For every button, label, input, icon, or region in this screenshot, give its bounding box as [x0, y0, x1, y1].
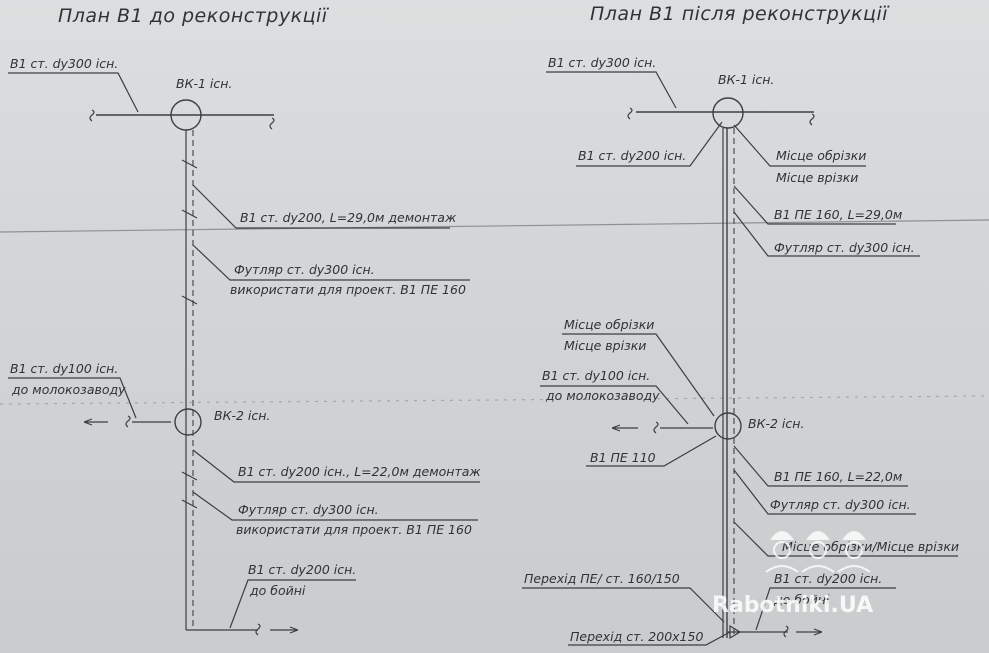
right-label-branch-line2: до молокозаводу — [545, 388, 660, 403]
left-label-seg2-line2: Футляр ст. dу300 існ. — [238, 502, 379, 517]
watermark-logo — [765, 531, 871, 573]
left-leader-bottom — [229, 579, 356, 629]
right-leader-seg1b — [733, 211, 920, 257]
left-leader-pipe-top — [8, 72, 139, 113]
left-leader-seg2 — [192, 449, 480, 483]
right-pipe-break-left — [627, 107, 633, 120]
right-label-transition-1: Перехід ПЕ/ ст. 160/150 — [524, 571, 680, 586]
left-bottom-break — [255, 623, 261, 636]
right-leader-cut3 — [733, 521, 958, 557]
left-label-branch-line1: В1 ст. dу100 існ. — [10, 361, 118, 376]
right-well-vk2 — [714, 412, 742, 440]
right-label-cut-1b: Місце врізки — [776, 170, 858, 185]
right-leader-transition-2 — [568, 631, 731, 646]
left-label-well-2: ВК-2 існ. — [214, 408, 270, 423]
left-well-vk2 — [174, 408, 202, 436]
right-leader-bottom — [755, 587, 896, 631]
right-leader-cut2 — [562, 333, 715, 417]
left-label-bottom-line2: до бойні — [249, 583, 306, 598]
left-branch-arrow — [83, 418, 108, 426]
right-label-branch-line1: В1 ст. dу100 існ. — [542, 368, 650, 383]
right-branch-break — [653, 421, 659, 434]
left-pipe-break-right — [269, 117, 275, 130]
left-label-seg2-line3: використати для проект. В1 ПЕ 160 — [236, 522, 472, 537]
left-label-seg2-line1: В1 ст. dу200 існ., L=22,0м демонтаж — [238, 464, 481, 479]
right-transition-marker — [729, 624, 742, 640]
left-leader-seg1b — [192, 244, 470, 281]
right-bottom-arrow — [796, 628, 823, 636]
paper-fold-line-2 — [0, 395, 989, 405]
left-label-well-1: ВК-1 існ. — [176, 76, 232, 91]
right-leader-branch — [540, 385, 689, 425]
left-plan-title: План В1 до реконструкції — [58, 5, 330, 27]
right-leader-transition-1 — [522, 587, 725, 623]
right-leader-cut1 — [733, 124, 866, 167]
right-label-seg1-line2: Футляр ст. dу300 існ. — [774, 240, 915, 255]
right-label-pipe-left: В1 ст. dу200 існ. — [578, 148, 686, 163]
left-label-pipe-top: В1 ст. dу300 існ. — [10, 56, 118, 71]
right-label-seg2-line1: В1 ПЕ 160, L=22,0м — [774, 469, 902, 484]
paper-fold-line — [0, 219, 989, 233]
right-leader-pe110 — [586, 435, 717, 467]
left-bottom-arrow — [270, 626, 299, 634]
right-label-cut-3: Місце обрізки/Місце врізки — [782, 539, 959, 554]
left-label-seg1-line3: використати для проект. В1 ПЕ 160 — [230, 282, 466, 297]
right-label-well-2: ВК-2 існ. — [748, 416, 804, 431]
left-branch-break — [125, 415, 131, 428]
right-label-seg2-line2: Футляр ст. dу300 існ. — [770, 497, 911, 512]
right-leader-seg2 — [733, 445, 908, 487]
left-leader-seg2b — [192, 491, 478, 521]
left-cut-mark — [181, 159, 198, 509]
right-label-bottom-line2: до бойні — [773, 592, 830, 607]
right-leader-pipe-left — [576, 121, 723, 167]
right-label-cut-2b: Місце врізки — [564, 338, 646, 353]
right-label-cut-2a: Місце обрізки — [564, 317, 654, 332]
left-label-seg1-line2: Футляр ст. dу300 існ. — [234, 262, 375, 277]
left-leader-branch — [8, 377, 137, 419]
right-plan-title: План В1 після реконструкції — [590, 3, 890, 25]
right-bottom-break — [783, 625, 789, 638]
left-label-bottom-line1: В1 ст. dу200 існ. — [248, 562, 356, 577]
right-label-seg1-line1: В1 ПЕ 160, L=29,0м — [774, 207, 902, 222]
right-well-vk1 — [712, 97, 744, 129]
right-label-pipe-top: В1 ст. dу300 існ. — [548, 55, 656, 70]
right-leader-seg1 — [733, 185, 896, 225]
right-branch-arrow — [611, 424, 638, 432]
left-label-seg1-line1: В1 ст. dу200, L=29,0м демонтаж — [240, 210, 457, 225]
left-leader-seg1 — [192, 184, 450, 229]
right-label-pe110: В1 ПЕ 110 — [590, 450, 656, 465]
left-label-branch-line2: до молокозаводу — [11, 382, 126, 397]
watermark-text: Rabotniki.UA — [712, 593, 873, 618]
left-pipe-break-left — [89, 109, 95, 122]
right-label-bottom-line1: В1 ст. dу200 існ. — [774, 571, 882, 586]
right-label-cut-1a: Місце обрізки — [776, 148, 866, 163]
right-label-transition-2: Перехід ст. 200х150 — [570, 629, 703, 644]
right-leader-seg2b — [733, 469, 916, 515]
right-pipe-break-right — [809, 113, 815, 126]
right-leader-pipe-top — [546, 71, 677, 109]
right-label-well-1: ВК-1 існ. — [718, 72, 774, 87]
